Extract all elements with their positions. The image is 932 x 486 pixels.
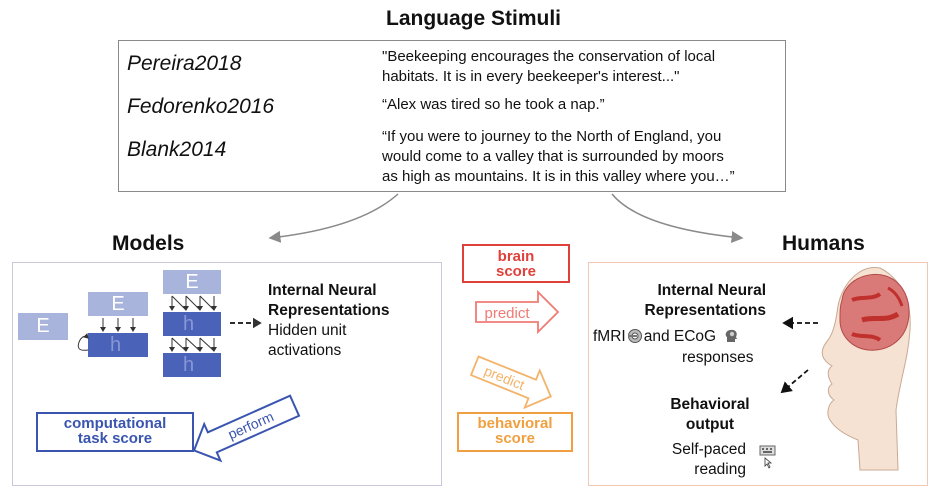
fmri-label: fMRI — [593, 328, 626, 345]
dataset-blank: Blank2014 — [127, 138, 227, 161]
ecog-label: and ECoG — [643, 328, 717, 345]
quote-line: would come to a valley that is surrounde… — [382, 148, 724, 165]
hidden-block: h — [163, 353, 221, 377]
humans-title: Humans — [782, 232, 865, 255]
brain-score-line-2: score — [495, 263, 537, 280]
selfpaced-text: Self-paced reading — [650, 440, 746, 480]
dataset-pereira: Pereira2018 — [127, 52, 242, 75]
dashed-arrow-behavior — [780, 369, 809, 394]
quote-line: “If you were to journey to the North of … — [382, 128, 722, 145]
brain-score-box: brain score — [462, 244, 570, 283]
brain-score-line-1: brain — [497, 248, 535, 265]
model-hidden-2: activations — [268, 342, 342, 359]
predict-label-top: predict — [484, 305, 530, 322]
encoder-block: E — [18, 313, 68, 340]
human-measures: fMRI and ECoG — [593, 327, 740, 347]
hidden-block: h — [163, 312, 221, 336]
arrow-to-humans — [611, 193, 744, 243]
quote-line: “Alex was tired so he took a nap.” — [382, 96, 605, 113]
model-internal-reps: Internal Neural Representations Hidden u… — [268, 281, 389, 361]
behavioral-title-1: Behavioral — [670, 396, 750, 413]
mri-icon — [626, 329, 644, 343]
arrow-to-models — [268, 193, 399, 243]
selfpaced-line-1: Self-paced — [671, 441, 746, 458]
quote-pereira: "Beekeeping encourages the conservation … — [382, 47, 715, 87]
stimuli-title: Language Stimuli — [386, 7, 562, 30]
behavioral-title-2: output — [685, 416, 735, 433]
quote-line: as high as mountains. It is in this vall… — [382, 168, 735, 185]
behavioral-score-line-1: behavioral — [477, 415, 553, 432]
quote-line: habitats. It is in every beekeeper's int… — [382, 68, 680, 85]
hidden-block: h — [88, 333, 148, 357]
model-hidden-1: Hidden unit — [268, 322, 347, 339]
quote-fedorenko: “Alex was tired so he took a nap.” — [382, 95, 605, 115]
behavioral-score-line-2: score — [494, 430, 536, 447]
task-score-line-1: computational — [63, 415, 167, 432]
quote-blank: “If you were to journey to the North of … — [382, 127, 735, 187]
stimuli-box — [118, 40, 786, 192]
encoder-block: E — [163, 270, 221, 294]
task-score-box: computational task score — [36, 412, 194, 452]
model-internal-title-1: Internal Neural — [268, 282, 377, 299]
model-internal-title-2: Representations — [268, 302, 390, 319]
behavioral-score-box: behavioral score — [457, 412, 573, 452]
dataset-fedorenko: Fedorenko2016 — [127, 95, 275, 118]
human-internal-title-2: Representations — [644, 302, 766, 319]
encoder-block: E — [88, 292, 148, 316]
selfpaced-line-2: reading — [694, 461, 746, 478]
keyboard-icon — [759, 445, 776, 469]
human-internal-reps: Internal Neural Representations — [614, 281, 766, 321]
human-internal-title-1: Internal Neural — [657, 282, 766, 299]
responses-label: responses — [682, 349, 754, 366]
predict-arrow-brain: predict — [475, 289, 560, 335]
human-behavioral: Behavioral output — [662, 395, 758, 435]
brain-icon — [839, 274, 910, 351]
task-score-line-2: task score — [77, 430, 153, 447]
models-title: Models — [112, 232, 185, 255]
head-icon — [724, 328, 740, 344]
quote-line: "Beekeeping encourages the conservation … — [382, 48, 716, 65]
